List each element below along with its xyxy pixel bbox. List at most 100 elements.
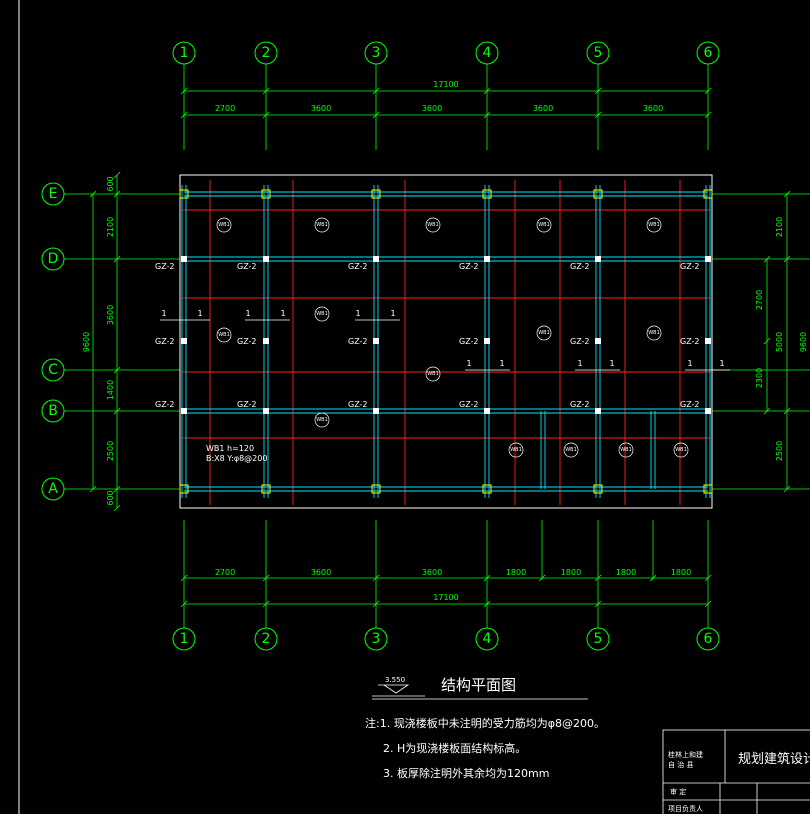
title-block-row1: 审 定: [670, 787, 686, 796]
dim-left-span: 2500: [106, 441, 115, 461]
slab-label: WB1: [316, 311, 328, 317]
slab-note-line1: WB1 h=120: [206, 444, 254, 453]
axis-bubble: [364, 627, 388, 651]
axis-label-4: 4: [483, 45, 492, 61]
column: [705, 338, 711, 344]
dim-tick: [372, 574, 380, 582]
column: [181, 338, 187, 344]
axis-bubble: [364, 41, 388, 65]
axis-bubbles-top: 1 2 3 4 5 6: [172, 41, 720, 65]
column-label: GZ-2: [237, 337, 257, 346]
section-label: 1: [161, 309, 166, 318]
slab-marker: [618, 442, 634, 458]
dim-tick: [783, 407, 791, 415]
column-label: GZ-2: [237, 262, 257, 271]
dim-tick: [704, 600, 712, 608]
axis-label-5: 5: [594, 45, 603, 61]
dim-total-top: 17100: [433, 80, 458, 89]
dim-top-span: 2700: [215, 104, 235, 113]
dim-tick: [594, 574, 602, 582]
axis-label-A: A: [48, 481, 58, 497]
column: [595, 338, 601, 344]
slab-marker: [425, 217, 441, 233]
axis-bubbles-left: E D C B A: [41, 182, 65, 501]
title-block-row2: 项目负责人: [668, 804, 703, 813]
column: [261, 484, 271, 494]
slab-marker: [216, 327, 232, 343]
slab-label: WB1: [427, 371, 439, 377]
slab-label: WB1: [427, 222, 439, 228]
title-block-project: 规划建筑设计: [738, 751, 810, 767]
dim-tick: [783, 190, 791, 198]
column: [373, 338, 379, 344]
axis-label-D: D: [48, 251, 59, 267]
axis-label-3: 3: [372, 45, 381, 61]
section-label: 1: [245, 309, 250, 318]
dim-tick: [180, 600, 188, 608]
axis-bubble: [172, 41, 196, 65]
dim-tick: [763, 337, 771, 345]
dim-top-span: 3600: [422, 104, 442, 113]
column-label: GZ-2: [680, 400, 700, 409]
column: [181, 408, 187, 414]
slab-label: WB1: [316, 222, 328, 228]
dim-tick: [763, 407, 771, 415]
column: [373, 256, 379, 262]
section-marks: [160, 319, 730, 371]
dim-tick: [262, 600, 270, 608]
slab-outline: [179, 174, 713, 509]
dim-bottom-span: 2700: [215, 568, 235, 577]
axis-bubble: [41, 399, 65, 423]
column-label: GZ-2: [155, 262, 175, 271]
dim-bottom-span: 3600: [422, 568, 442, 577]
axis-label-B: B: [48, 403, 58, 419]
column-label: GZ-2: [155, 400, 175, 409]
slab-marker: [646, 325, 662, 341]
dim-left-span: 600: [106, 176, 115, 191]
axis-bubble: [172, 627, 196, 651]
slab-marker: [216, 217, 232, 233]
slab-label: WB1: [316, 417, 328, 423]
dim-bottom-span: 1800: [561, 568, 581, 577]
axis-label-6: 6: [704, 631, 713, 647]
column-label: GZ-2: [348, 400, 368, 409]
axis-label-2: 2: [262, 631, 271, 647]
slab-marker: [314, 412, 330, 428]
section-label: 1: [609, 359, 614, 368]
drawing-title: 结构平面图: [441, 676, 516, 694]
axis-label-6: 6: [704, 45, 713, 61]
dim-tick: [372, 600, 380, 608]
axis-label-2: 2: [262, 45, 271, 61]
section-label: 1: [577, 359, 582, 368]
dim-tick: [262, 111, 270, 119]
column: [263, 338, 269, 344]
dim-tick: [113, 407, 121, 415]
section-label: 1: [197, 309, 202, 318]
column: [179, 189, 189, 199]
dim-right-total: 9600: [799, 332, 808, 352]
note-line: 注:1. 现浇楼板中未注明的受力筋均为φ8@200。: [365, 716, 605, 730]
column: [371, 484, 381, 494]
axis-bubble: [41, 358, 65, 382]
axis-bubble: [475, 627, 499, 651]
slab-marker: [646, 217, 662, 233]
axis-bubble: [41, 182, 65, 206]
left-dimensions: 600 2100 3600 1400 2500 600 9600: [82, 176, 115, 505]
dim-left-span: 600: [106, 490, 115, 505]
slab-markers: WB1 WB1 WB1 WB1 WB1 WB1 WB1 WB1 WB1 WB1 …: [216, 217, 689, 458]
column: [703, 484, 713, 494]
axis-label-1: 1: [180, 45, 189, 61]
bottom-dimensions: 2700 3600 3600 1800 1800 1800 1800 17100: [215, 568, 691, 602]
section-label: 1: [719, 359, 724, 368]
column: [179, 484, 189, 494]
slab-marker: [314, 306, 330, 322]
axis-label-E: E: [49, 186, 58, 202]
dim-tick: [594, 111, 602, 119]
note-line: 3. 板厚除注明外其余均为120mm: [383, 766, 549, 780]
column-label: GZ-2: [680, 262, 700, 271]
axis-label-1: 1: [180, 631, 189, 647]
dim-tick: [783, 255, 791, 263]
axis-bubble: [696, 627, 720, 651]
dim-tick: [180, 87, 188, 95]
rebar-lines: [182, 180, 710, 505]
